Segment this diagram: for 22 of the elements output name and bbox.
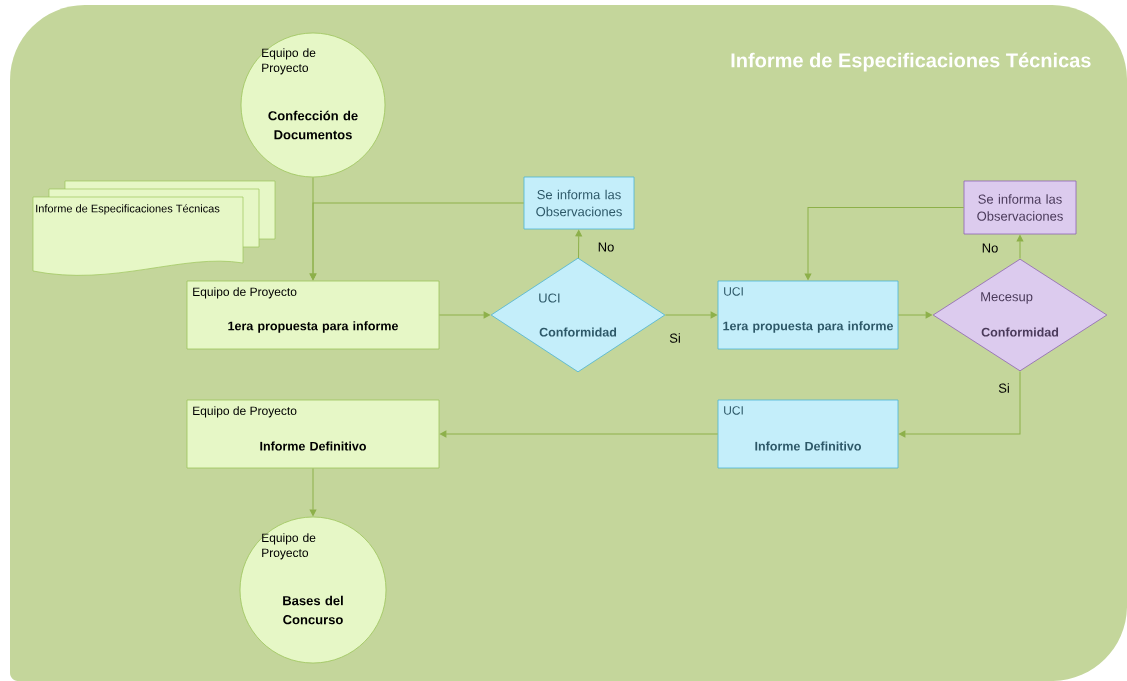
arrow (1016, 235, 1024, 260)
arrow (438, 311, 490, 319)
document-stack: Informe de Especificaciones Técnicas (32, 180, 276, 276)
arrow (309, 202, 525, 280)
arrow (899, 370, 1021, 438)
edge-label: Si (998, 383, 1009, 393)
process-box: UCI Informe Definitivo (717, 399, 899, 469)
edge-label: Si (669, 333, 680, 343)
process-box: Se informa las Observaciones (963, 180, 1077, 235)
process-box: Equipo de Proyecto Informe Definitivo (186, 399, 440, 469)
edge-label: No (598, 242, 614, 252)
arrow (309, 467, 317, 516)
arrow (440, 430, 719, 438)
arrow (664, 311, 717, 319)
process-box: Equipo de Proyecto 1era propuesta para informe (186, 280, 440, 350)
title: Informe de Especificaciones Técnicas (731, 52, 1091, 72)
arrow (575, 230, 582, 259)
edge-label: No (982, 243, 998, 253)
arrow (897, 311, 932, 319)
process-box: Se informa las Observaciones (523, 176, 635, 230)
process-box: UCI 1era propuesta para informe (717, 280, 899, 350)
arrow (804, 207, 965, 280)
